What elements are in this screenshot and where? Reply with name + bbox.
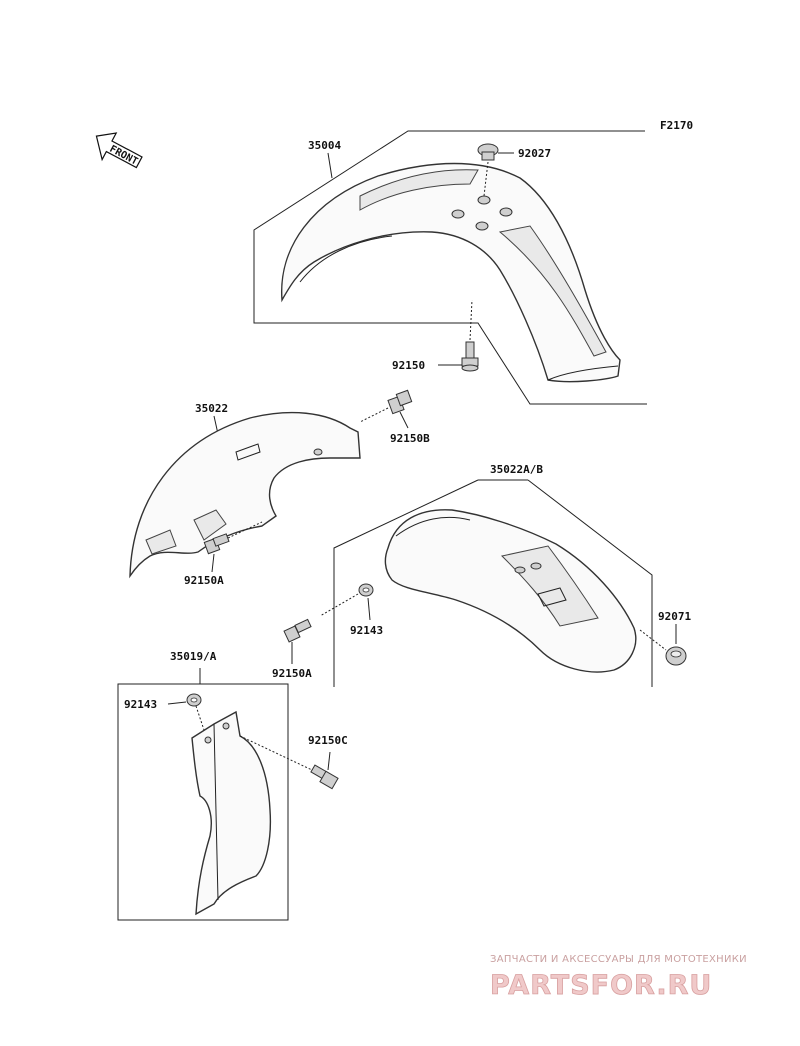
part-label-92150B: 92150B	[390, 432, 430, 445]
assembly-box-35004	[253, 130, 647, 405]
grommet-92027	[477, 143, 499, 161]
rear-fender-35022	[129, 411, 361, 579]
watermark-caption: ЗАПЧАСТИ И АКСЕССУАРЫ ДЛЯ МОТОТЕХНИКИ	[490, 954, 747, 965]
bolt-92150	[461, 341, 479, 372]
bolt-92150B	[387, 389, 413, 415]
watermark-brand: PARTSFOR.RU	[490, 970, 712, 1001]
part-label-92143-flap: 92143	[124, 698, 157, 711]
bolt-92150C	[310, 764, 339, 790]
part-label-92150A-box: 92150A	[272, 667, 312, 680]
front-arrow-icon: FRONT	[95, 132, 143, 169]
part-label-92071: 92071	[658, 610, 691, 623]
grommet-92071	[665, 646, 687, 666]
bolt-92150A-rear	[203, 533, 230, 555]
washer-92143-fender	[358, 583, 374, 597]
part-label-92143-fender: 92143	[350, 624, 383, 637]
part-label-92150C: 92150C	[308, 734, 348, 747]
part-label-35019A: 35019/A	[170, 650, 217, 663]
part-label-92150A-rear: 92150A	[184, 574, 224, 587]
part-label-92150: 92150	[392, 359, 425, 372]
assembly-box-35019A	[117, 668, 289, 921]
bolt-92150A-box	[283, 618, 312, 643]
part-label-35022AB: 35022A/B	[490, 463, 543, 476]
figure-code: F2170	[660, 119, 693, 132]
part-label-35004: 35004	[308, 139, 341, 152]
assembly-box-35022AB	[333, 479, 653, 687]
mud-flap-35019A	[191, 710, 272, 916]
part-label-92027: 92027	[518, 147, 551, 160]
rear-fender-35022AB	[384, 509, 637, 673]
front-fender-35004	[281, 162, 621, 383]
washer-92143-flap	[186, 693, 202, 707]
part-label-35022: 35022	[195, 402, 228, 415]
